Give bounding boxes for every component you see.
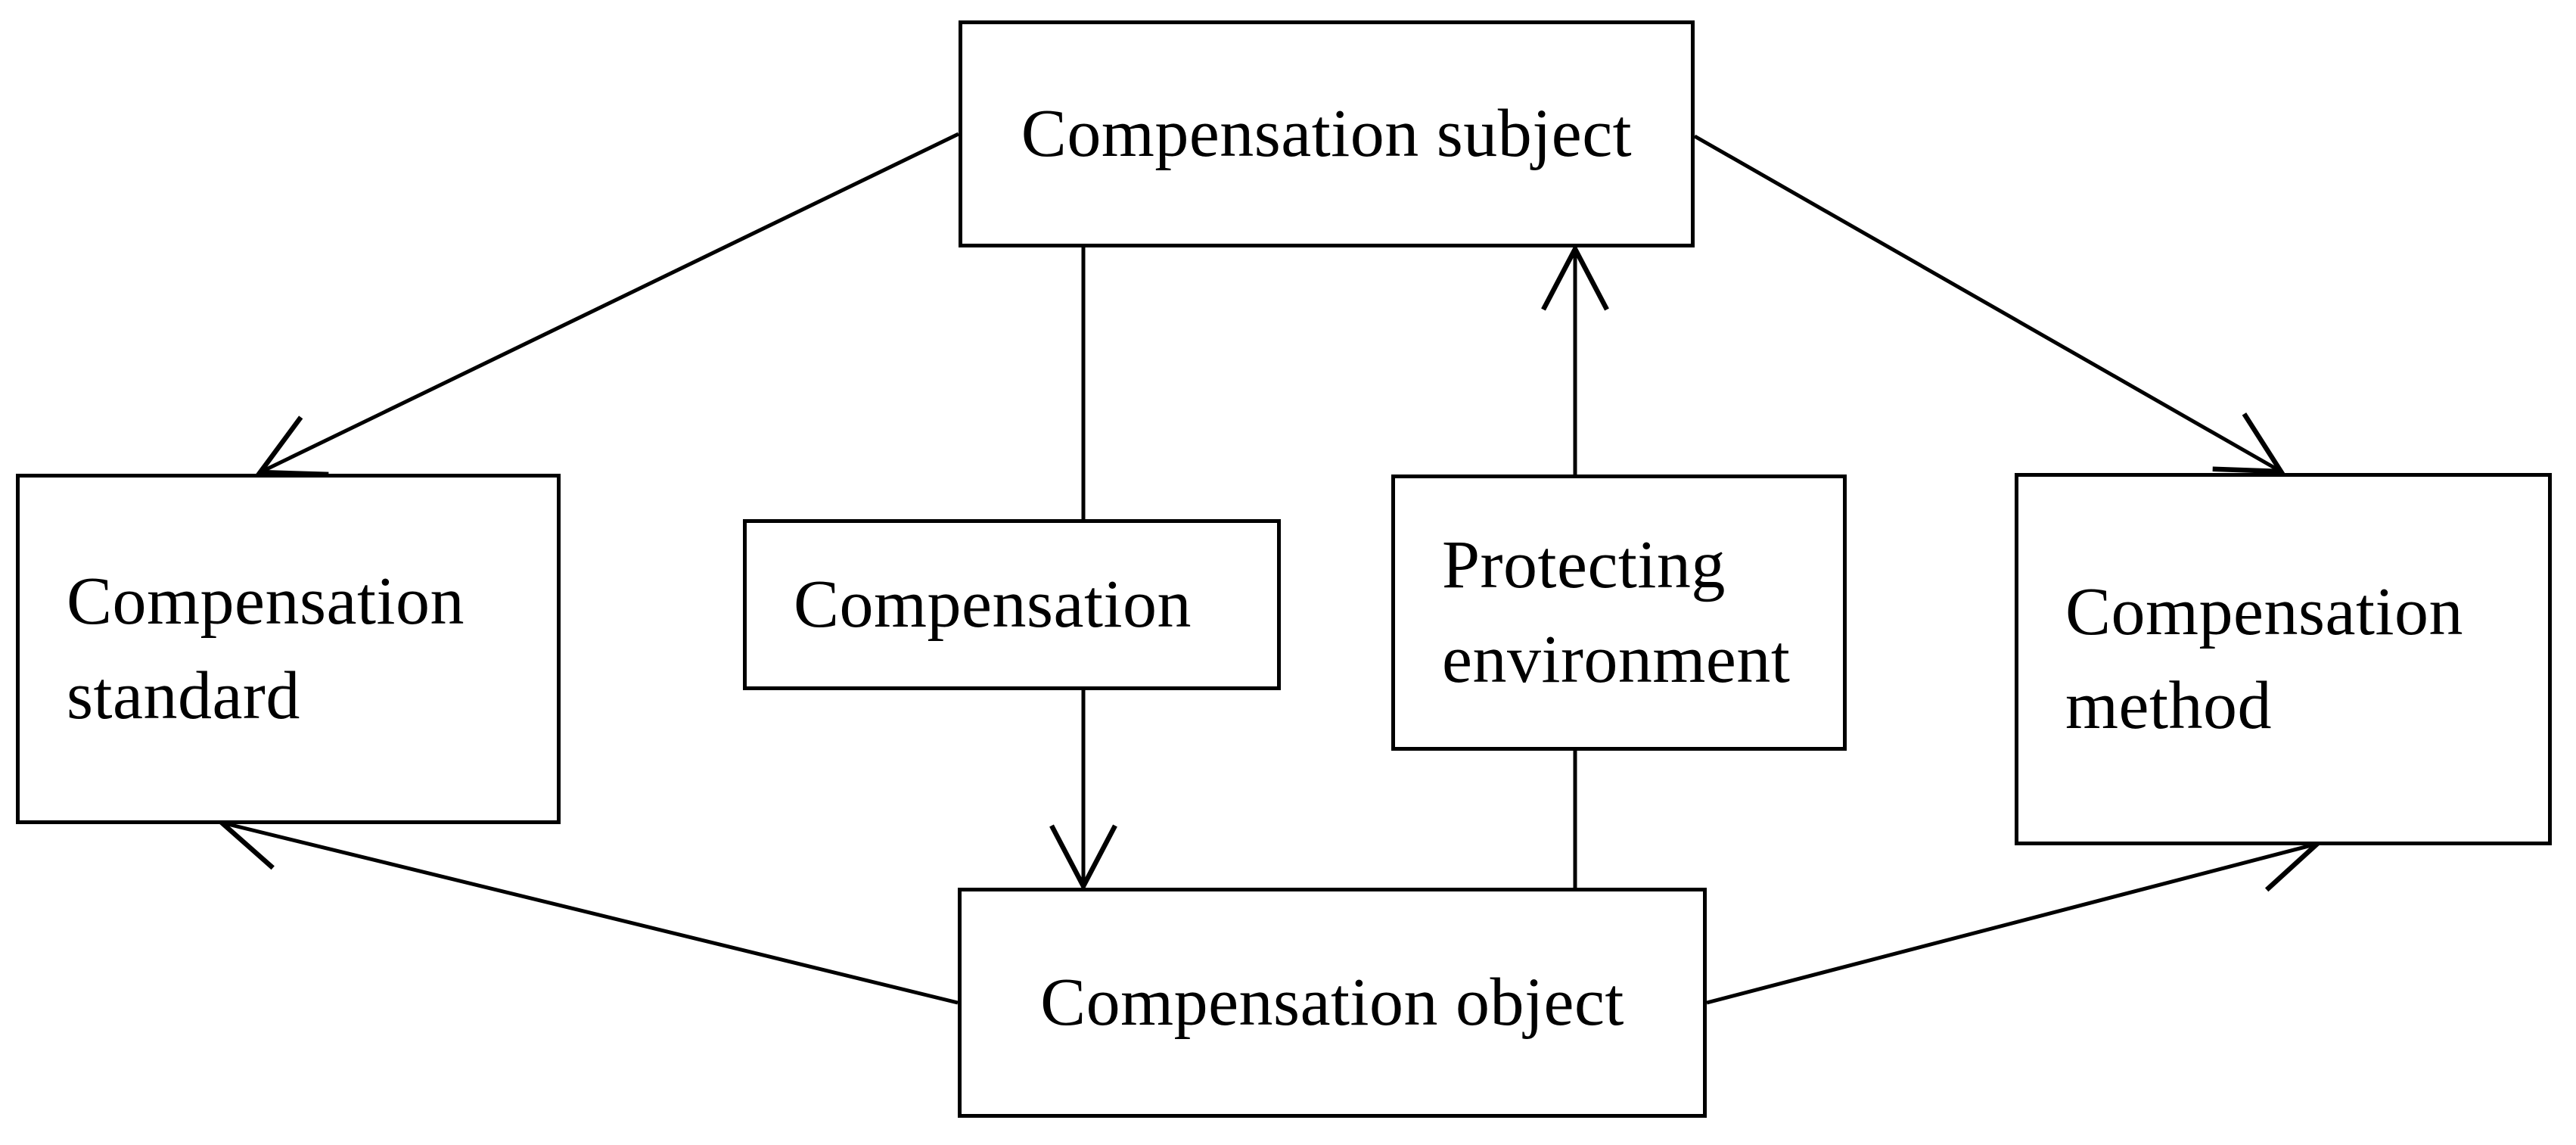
arrow-object-to-standard (216, 804, 959, 1005)
node-compensation-method-label: Compensation method (2065, 574, 2463, 743)
node-compensation-standard-label: Compensation standard (67, 564, 465, 733)
node-compensation-subject: Compensation subject (959, 20, 1695, 247)
node-protecting-environment: Protecting environment (1391, 474, 1847, 751)
node-protecting-environment-label: Protecting environment (1442, 527, 1791, 697)
node-compensation: Compensation (743, 519, 1281, 690)
node-compensation-method: Compensation method (2015, 473, 2552, 845)
arrow-object-to-method (1706, 826, 2323, 1005)
node-compensation-subject-label: Compensation subject (1021, 95, 1633, 171)
node-compensation-standard: Compensation standard (16, 474, 561, 824)
node-compensation-object-label: Compensation object (1040, 964, 1624, 1040)
arrow-subject-to-method (1693, 134, 2286, 474)
node-compensation-label: Compensation (794, 566, 1192, 642)
arrow-subject-to-standard (255, 132, 960, 478)
node-compensation-object: Compensation object (958, 888, 1707, 1118)
